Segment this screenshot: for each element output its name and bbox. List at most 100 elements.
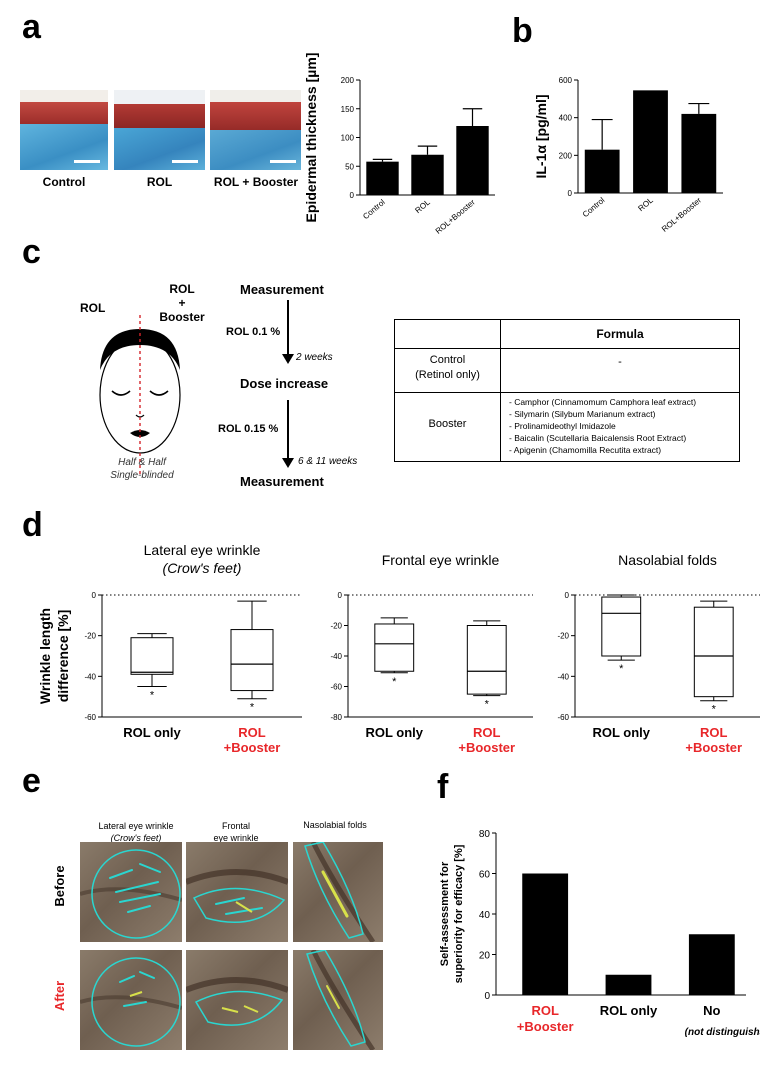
bar bbox=[681, 113, 717, 193]
box bbox=[466, 625, 507, 695]
category-label: ROL bbox=[636, 195, 655, 213]
photo-col-title-lateral-line1: Lateral eye wrinkle bbox=[98, 821, 174, 831]
face-label-rol-booster: ROL + Booster bbox=[152, 282, 212, 324]
category-label: ROL bbox=[413, 197, 432, 215]
category-label: ROL bbox=[238, 725, 266, 740]
booster-ingredient: - Baicalin (Scutellaria Baicalensis Root… bbox=[509, 433, 687, 443]
y-tick-label: 60 bbox=[479, 870, 491, 881]
face-label-rol-booster-line1: ROL bbox=[169, 282, 195, 296]
bar bbox=[456, 126, 489, 195]
histology-image-rol-booster bbox=[210, 90, 301, 170]
y-tick-label: 80 bbox=[479, 829, 491, 840]
category-label: +Booster bbox=[224, 740, 281, 755]
arrow-down-icon bbox=[282, 354, 294, 364]
y-tick-label: -80 bbox=[330, 713, 342, 722]
y-axis-label: difference [%] bbox=[55, 610, 71, 703]
y-tick-label: -40 bbox=[557, 672, 569, 681]
wrinkle-outline bbox=[192, 887, 286, 924]
photo-before-nasolabial bbox=[293, 842, 383, 942]
histology-label-control: Control bbox=[42, 175, 86, 189]
y-axis-label: Epidermal thickness [µm] bbox=[303, 53, 319, 223]
box-plot-title: Frontal eye wrinkle bbox=[382, 552, 500, 568]
category-label: ROL+Booster bbox=[434, 197, 477, 235]
y-tick-label: -60 bbox=[84, 713, 96, 722]
category-label: No bbox=[703, 1003, 720, 1018]
timeline-dose-increase: Dose increase bbox=[240, 376, 329, 391]
bar bbox=[688, 934, 735, 995]
box-plot-title: Nasolabial folds bbox=[618, 552, 717, 568]
booster-ingredient: - Apigenin (Chamomilla Recutita extract) bbox=[509, 445, 662, 455]
histology-image-rol bbox=[114, 90, 205, 170]
wrinkle-outline bbox=[194, 990, 284, 1026]
booster-ingredient: - Prolinamideothyl Imidazole bbox=[509, 421, 616, 431]
timeline-dose-2: ROL 0.15 % bbox=[218, 423, 279, 435]
y-tick-label: 150 bbox=[341, 105, 355, 114]
booster-ingredient: - Silymarin (Silybum Marianum extract) bbox=[509, 409, 656, 419]
face-caption-line1: Half & Half bbox=[118, 457, 166, 468]
photo-col-title-nasolabial: Nasolabial folds bbox=[303, 820, 367, 830]
box bbox=[601, 596, 642, 657]
bar bbox=[411, 154, 444, 195]
category-label: ROL only bbox=[592, 725, 650, 740]
category-label: +Booster bbox=[517, 1019, 574, 1034]
category-label: ROL bbox=[531, 1003, 559, 1018]
y-axis-label: Wrinkle length bbox=[37, 608, 53, 704]
significance-mark: * bbox=[619, 663, 624, 675]
face-label-rol-booster-line2: + bbox=[178, 296, 186, 310]
formula-table-header: Formula bbox=[596, 327, 644, 341]
hair-icon bbox=[100, 329, 180, 370]
panel-letter-e: e bbox=[22, 762, 41, 800]
significance-mark: * bbox=[150, 690, 155, 702]
face-caption: Half & Half Single-blinded bbox=[92, 456, 192, 482]
face-diagram bbox=[99, 315, 181, 475]
category-label: Control bbox=[361, 197, 387, 221]
histology-image-control bbox=[20, 90, 108, 170]
timeline-interval-2: 6 & 11 weeks bbox=[298, 456, 358, 467]
photo-row-label-before: Before bbox=[52, 865, 67, 907]
y-tick-label: 0 bbox=[568, 189, 573, 198]
y-axis-label: superiority for efficacy [%] bbox=[453, 844, 465, 983]
photo-col-title-lateral-line2: (Crow's feet) bbox=[110, 833, 162, 843]
y-tick-label: -40 bbox=[330, 652, 342, 661]
bar bbox=[633, 90, 668, 193]
y-tick-label: 0 bbox=[92, 591, 97, 600]
panel-letter-d: d bbox=[22, 506, 43, 544]
formula-table-header-row bbox=[395, 320, 739, 349]
wrinkle-outline bbox=[91, 849, 181, 939]
y-axis-label: IL-1α [pg/ml] bbox=[533, 94, 549, 178]
y-tick-label: 0 bbox=[338, 591, 343, 600]
bar bbox=[522, 873, 569, 995]
booster-ingredient: - Camphor (Cinnamomum Camphora leaf extr… bbox=[509, 397, 697, 407]
formula-table-control-label-line1: Control bbox=[429, 354, 466, 366]
timeline-measurement-1: Measurement bbox=[240, 282, 324, 297]
category-label: ROL bbox=[473, 725, 501, 740]
significance-mark: * bbox=[250, 702, 255, 714]
formula-table-row-control bbox=[395, 348, 739, 393]
timeline-arrows bbox=[282, 300, 294, 468]
significance-mark: * bbox=[392, 676, 397, 688]
bar bbox=[584, 149, 620, 193]
timeline-dose-1: ROL 0.1 % bbox=[226, 326, 281, 338]
y-tick-label: 20 bbox=[479, 951, 491, 962]
photo-before-frontal bbox=[186, 842, 288, 942]
category-label: ROL only bbox=[600, 1003, 658, 1018]
y-tick-label: 400 bbox=[559, 114, 573, 123]
panel-letter-f: f bbox=[437, 768, 449, 806]
photo-after-frontal bbox=[186, 950, 288, 1050]
panel-letter-a: a bbox=[22, 8, 41, 46]
box bbox=[130, 637, 174, 675]
significance-mark: * bbox=[485, 699, 490, 711]
category-label: +Booster bbox=[685, 740, 742, 755]
category-label: ROL only bbox=[365, 725, 423, 740]
photo-row-label-after: After bbox=[52, 980, 67, 1012]
panel-letter-b: b bbox=[512, 12, 533, 50]
y-tick-label: 100 bbox=[341, 134, 355, 143]
photo-col-title-frontal-line1: Frontal bbox=[221, 821, 250, 831]
formula-table: Formula Control (Retinol only) - Booster… bbox=[394, 319, 740, 462]
histology-label-rol-booster: ROL + Booster bbox=[213, 175, 299, 189]
y-tick-label: 40 bbox=[479, 910, 491, 921]
face-label-rol-booster-line3: Booster bbox=[159, 310, 205, 324]
